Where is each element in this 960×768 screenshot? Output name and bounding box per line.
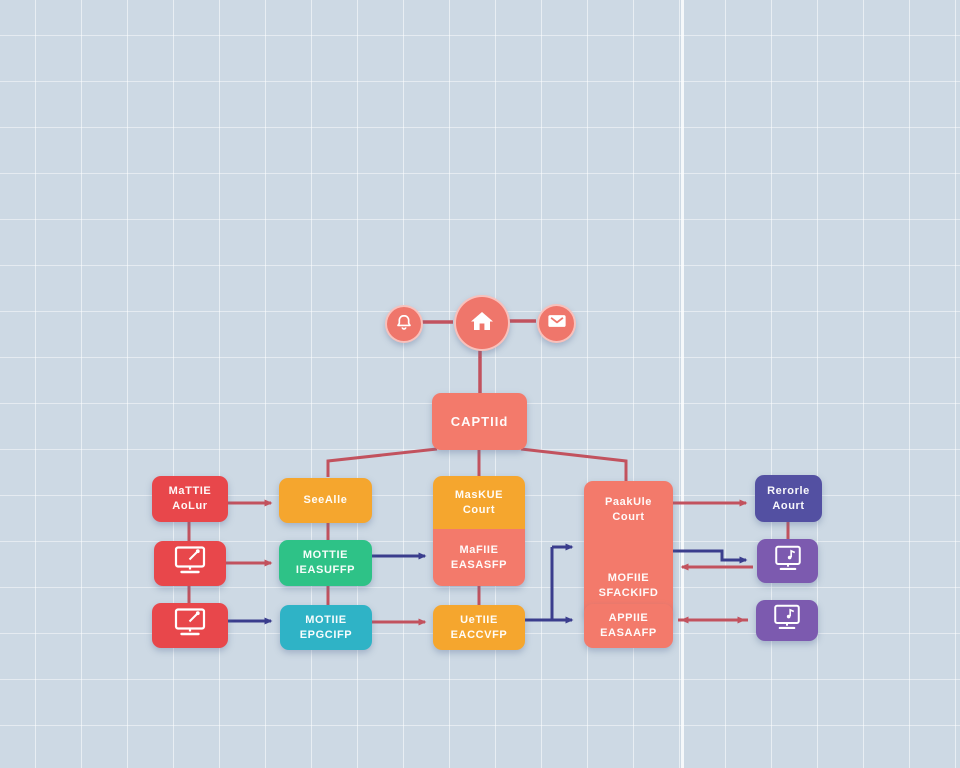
node-label: SeeAlle: [303, 494, 348, 506]
node-mottie-ieasuffp: MOTTIE IEASUFFP: [279, 540, 372, 586]
node-monitor-red-1: [154, 541, 226, 586]
node-label: MasKUE: [454, 488, 504, 501]
node-seealle: SeeAlle: [279, 478, 372, 523]
node-label: EACCVFP: [450, 628, 508, 641]
node-mafiie-easasfp: MaFIIE EASASFP: [433, 529, 525, 586]
node-label: MaTTIE: [168, 485, 212, 497]
node-label: MaFIIE: [459, 543, 499, 556]
node-monitor-purple-2: [756, 600, 818, 641]
node-label: Aourt: [772, 499, 805, 512]
monitor-note-icon: [769, 544, 807, 579]
bell-node: [385, 305, 423, 343]
node-monitor-red-2: [152, 603, 228, 648]
node-maskue-court: MasKUE Court: [433, 476, 525, 529]
home-icon: [468, 307, 496, 340]
monitor-pen-icon: [169, 545, 211, 582]
grid-highlight-line: [681, 0, 684, 768]
node-label: UeTIIE: [460, 613, 498, 626]
node-motiie-epgcifp: MOTIIE EPGCIFP: [280, 605, 372, 650]
node-label: MOTTIE: [302, 549, 349, 561]
monitor-note-icon: [768, 603, 806, 638]
node-monitor-purple-1: [757, 539, 818, 583]
node-label: Rerorle: [767, 484, 810, 497]
node-label: CAPTIId: [450, 414, 509, 429]
bell-icon: [394, 312, 414, 337]
node-label: MOFIIE: [607, 572, 650, 584]
node-maskue-court-group: MasKUE Court MaFIIE EASASFP: [433, 476, 525, 586]
node-appiie-easaafp: APPIIE EASAAFP: [584, 604, 673, 648]
home-node: [454, 295, 510, 351]
node-label: Court: [462, 503, 496, 516]
node-label: APPIIE: [608, 612, 649, 624]
node-label: EASAAFP: [600, 627, 657, 639]
node-label: SFACKIFD: [598, 587, 659, 599]
node-paakule-court: PaakUle Court MOFIIE SFACKIFD: [584, 481, 673, 619]
node-captiid: CAPTIId: [432, 393, 527, 450]
node-rerorle-aourt: Rerorle Aourt: [755, 475, 822, 522]
node-label: PaakUle: [604, 496, 652, 508]
monitor-pen-icon: [169, 607, 211, 644]
node-label: EPGCIFP: [299, 628, 353, 641]
node-label: Court: [612, 511, 645, 523]
mail-node: [537, 304, 576, 343]
node-mattie-aolur: MaTTIE AoLur: [152, 476, 228, 522]
mail-icon: [547, 313, 567, 334]
node-label: MOTIIE: [305, 613, 347, 626]
node-label: IEASUFFP: [295, 564, 356, 576]
node-label: AoLur: [172, 500, 208, 512]
node-uetiie-eaccvfp: UeTIIE EACCVFP: [433, 605, 525, 650]
node-label: EASASFP: [450, 558, 508, 571]
